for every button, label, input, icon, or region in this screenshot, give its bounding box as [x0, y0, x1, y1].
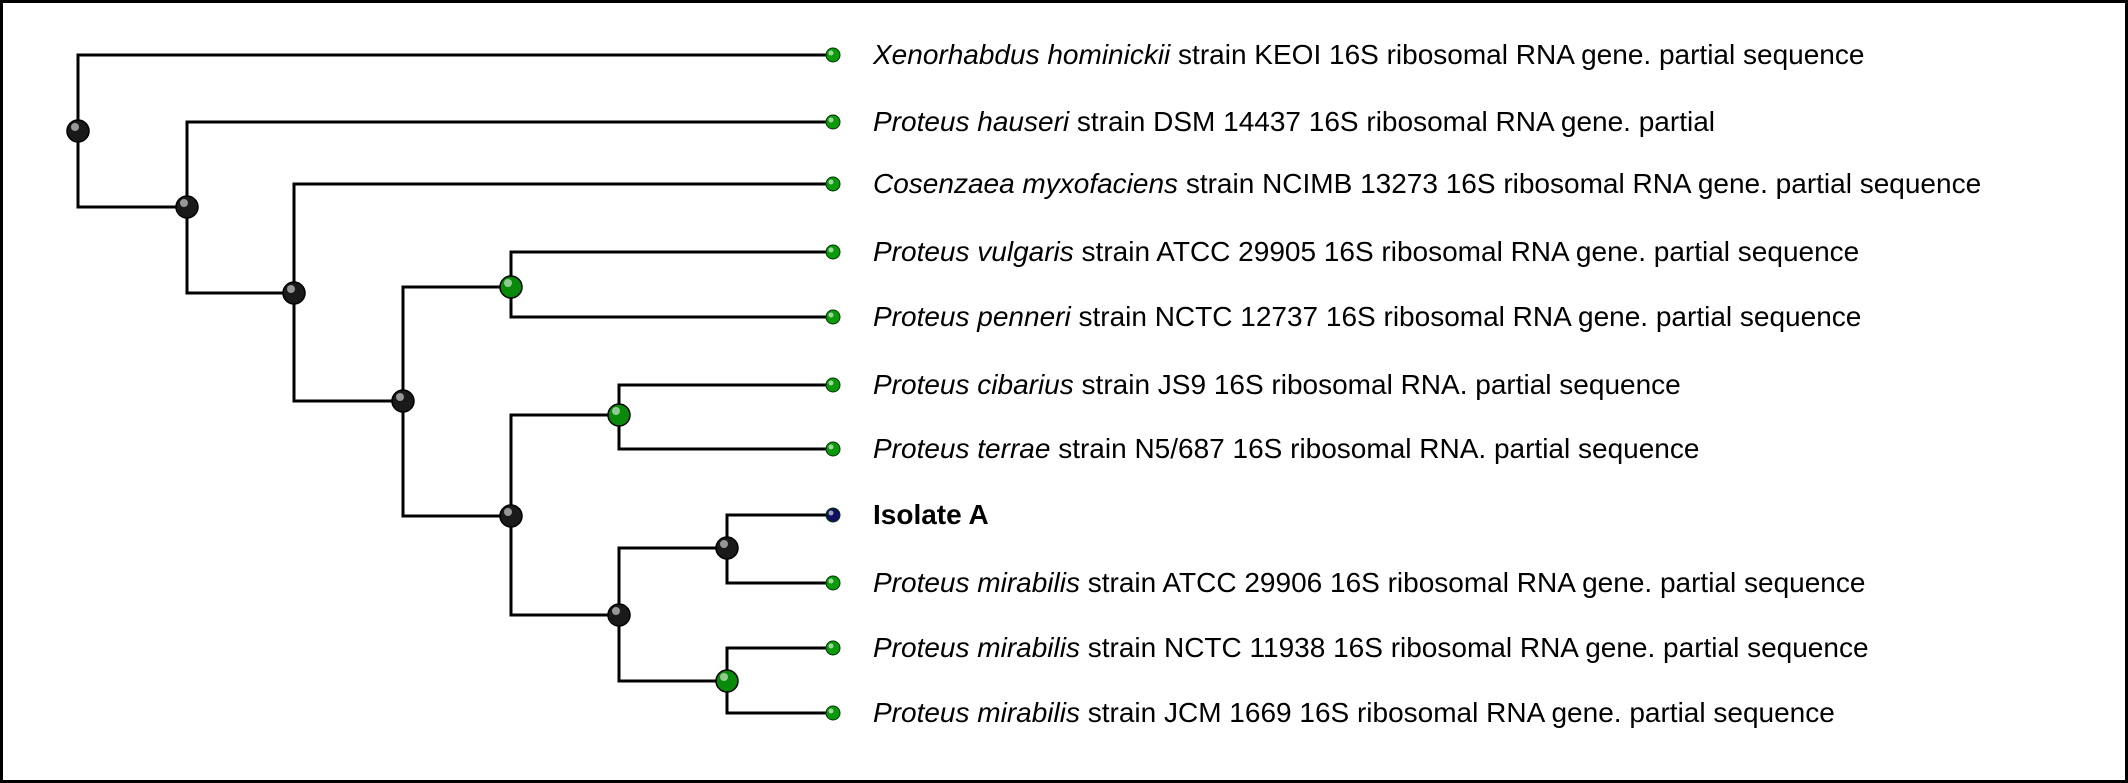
supported-internal-node — [607, 403, 631, 427]
node-highlight — [828, 510, 834, 516]
branches — [76, 53, 833, 715]
node-highlight — [71, 123, 79, 131]
node-highlight — [720, 540, 728, 548]
strain-description: strain N5/687 16S ribosomal RNA. partial… — [1050, 433, 1700, 464]
node-highlight — [720, 673, 728, 681]
leaf-label-pc: Proteus cibarius strain JS9 16S ribosoma… — [873, 363, 1681, 407]
species-name: Proteus penneri — [873, 301, 1071, 332]
leaf-label-xh: Xenorhabdus hominickii strain KEOI 16S r… — [873, 33, 1864, 77]
node-highlight — [828, 247, 834, 253]
tree-branch — [725, 548, 833, 585]
tree-branch — [617, 415, 833, 451]
species-name: Proteus terrae — [873, 433, 1051, 464]
strain-description: strain NCTC 12737 16S ribosomal RNA gene… — [1070, 301, 1862, 332]
tree-branch — [617, 615, 727, 683]
node-highlight — [828, 117, 834, 123]
strain-description: strain JS9 16S ribosomal RNA. partial se… — [1073, 369, 1681, 400]
node-highlight — [612, 407, 620, 415]
nodes — [66, 47, 841, 721]
leaf-node — [825, 244, 841, 260]
species-name: Proteus mirabilis — [873, 567, 1080, 598]
node-highlight — [828, 708, 834, 714]
leaf-label-cm: Cosenzaea myxofaciens strain NCIMB 13273… — [873, 162, 1981, 206]
tree-branch — [509, 287, 833, 319]
species-name: Proteus cibarius — [873, 369, 1074, 400]
tree-branch — [185, 207, 294, 295]
leaf-label-pm2: Proteus mirabilis strain NCTC 11938 16S … — [873, 626, 1869, 670]
node-highlight — [828, 380, 834, 386]
leaf-node — [825, 47, 841, 63]
supported-internal-node — [715, 669, 739, 693]
node-highlight — [828, 50, 834, 56]
leaf-label-ph: Proteus hauseri strain DSM 14437 16S rib… — [873, 100, 1715, 144]
species-name: Xenorhabdus hominickii — [873, 39, 1171, 70]
tree-branch — [509, 516, 619, 617]
internal-node — [282, 281, 306, 305]
node-highlight — [504, 508, 512, 516]
node-highlight — [287, 285, 295, 293]
internal-node — [499, 504, 523, 528]
strain-description: strain ATCC 29906 16S ribosomal RNA gene… — [1079, 567, 1866, 598]
node-highlight — [828, 444, 834, 450]
species-name: Cosenzaea myxofaciens — [873, 168, 1179, 199]
supported-internal-node — [499, 275, 523, 299]
tree-branch — [292, 182, 833, 293]
tree-branch — [617, 546, 727, 615]
leaf-label-pv: Proteus vulgaris strain ATCC 29905 16S r… — [873, 230, 1859, 274]
node-highlight — [828, 578, 834, 584]
tree-branch — [725, 646, 833, 681]
leaf-node — [825, 640, 841, 656]
leaf-node — [825, 176, 841, 192]
tree-branch — [401, 401, 511, 518]
species-name: Proteus vulgaris — [873, 236, 1074, 267]
species-name: Proteus mirabilis — [873, 697, 1080, 728]
node-highlight — [828, 312, 834, 318]
tree-branch — [725, 681, 833, 715]
node-highlight — [612, 607, 620, 615]
strain-description: strain NCTC 11938 16S ribosomal RNA gene… — [1079, 632, 1869, 663]
leaf-node — [825, 441, 841, 457]
phylogenetic-tree — [66, 47, 841, 721]
tree-branch — [292, 293, 403, 403]
species-name: Proteus hauseri — [873, 106, 1070, 137]
strain-description: strain ATCC 29905 16S ribosomal RNA gene… — [1073, 236, 1860, 267]
tree-branch — [725, 513, 833, 548]
node-highlight — [396, 393, 404, 401]
internal-node — [715, 536, 739, 560]
tree-branch — [76, 53, 833, 131]
node-highlight — [504, 279, 512, 287]
strain-description: strain NCIMB 13273 16S ribosomal RNA gen… — [1178, 168, 1982, 199]
node-highlight — [828, 643, 834, 649]
strain-description: strain DSM 14437 16S ribosomal RNA gene.… — [1069, 106, 1715, 137]
leaf-label-ia: Isolate A — [873, 493, 989, 537]
leaf-label-pm3: Proteus mirabilis strain JCM 1669 16S ri… — [873, 691, 1835, 735]
species-name: Proteus mirabilis — [873, 632, 1080, 663]
leaf-label-pp: Proteus penneri strain NCTC 12737 16S ri… — [873, 295, 1861, 339]
leaf-label-pm1: Proteus mirabilis strain ATCC 29906 16S … — [873, 561, 1865, 605]
node-highlight — [180, 199, 188, 207]
leaf-node — [825, 705, 841, 721]
internal-node — [607, 603, 631, 627]
tree-branch — [509, 413, 619, 516]
tree-branch — [617, 383, 833, 415]
internal-node — [66, 119, 90, 143]
leaf-node — [825, 377, 841, 393]
leaf-node — [825, 114, 841, 130]
tree-branch — [509, 250, 833, 287]
internal-node — [391, 389, 415, 413]
internal-node — [175, 195, 199, 219]
leaf-node — [825, 575, 841, 591]
node-highlight — [828, 179, 834, 185]
strain-description: strain JCM 1669 16S ribosomal RNA gene. … — [1079, 697, 1835, 728]
tree-branch — [401, 285, 511, 401]
tree-branch — [185, 120, 833, 207]
tree-branch — [76, 131, 187, 209]
leaf-label-pt: Proteus terrae strain N5/687 16S ribosom… — [873, 427, 1699, 471]
leaf-node — [825, 309, 841, 325]
strain-description: Isolate A — [873, 499, 989, 530]
query-leaf-node — [825, 507, 841, 523]
strain-description: strain KEOI 16S ribosomal RNA gene. part… — [1170, 39, 1865, 70]
